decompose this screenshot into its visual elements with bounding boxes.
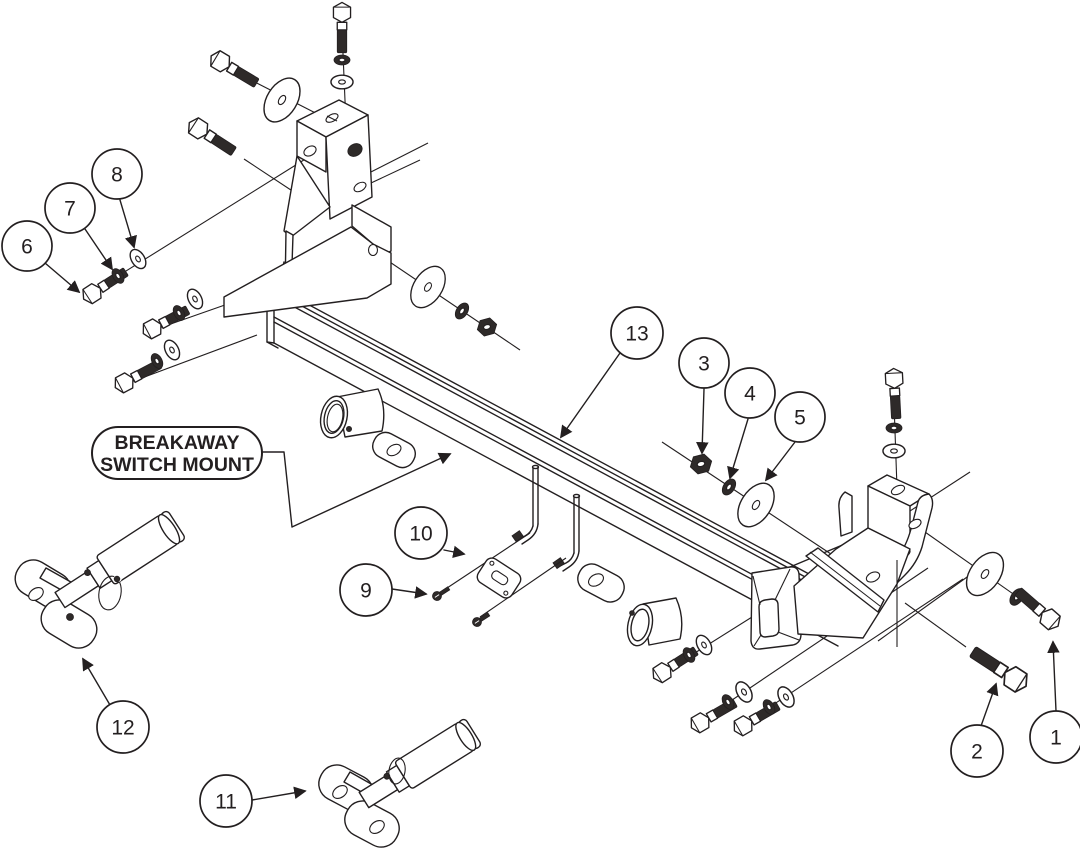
- callout-11-number: 11: [215, 790, 237, 813]
- lock-washer: [451, 300, 473, 322]
- callout-1-number: 1: [1050, 726, 1062, 749]
- callout-4-number: 4: [744, 382, 756, 405]
- right-cylinder-socket: [626, 597, 683, 647]
- leader-1: [1047, 640, 1060, 712]
- callouts: 1 2 3 4 5 6 7 8: [1, 148, 1080, 828]
- carriage-bolt-head: [347, 143, 363, 157]
- callout-6-number: 6: [21, 235, 33, 258]
- leader-7: [84, 228, 113, 271]
- bottom-center-bolt-assemblies: [648, 631, 799, 739]
- leader-12: [82, 657, 111, 706]
- callout-7: 7: [44, 182, 96, 234]
- hex-bolt: [138, 301, 193, 342]
- long-bolt-2: [965, 641, 1033, 697]
- snap-ring-tab: [629, 610, 635, 616]
- callout-10: 10: [394, 506, 448, 560]
- hex-bolt: [332, 1, 352, 54]
- right-top-bolt-assembly: [882, 367, 906, 459]
- callout-13: 13: [610, 306, 664, 360]
- upper-left-bolt-assembly: [183, 47, 309, 160]
- callout-8-number: 8: [111, 163, 123, 186]
- flat-washer: [126, 245, 150, 273]
- lock-washer: [333, 54, 351, 66]
- callout-9: 9: [339, 563, 393, 617]
- lock-washer: [885, 422, 903, 434]
- callout-3: 3: [678, 337, 730, 389]
- hex-bolt: [183, 114, 240, 160]
- switch-plate-screw: [470, 610, 492, 629]
- leader-11: [251, 786, 307, 801]
- left-cylinder-socket: [319, 388, 385, 439]
- label-line-2: SWITCH MOUNT: [100, 454, 254, 476]
- snap-ring-tab: [345, 425, 352, 432]
- flat-washer: [731, 678, 757, 706]
- flat-washer: [160, 336, 184, 364]
- breakaway-switch-mount-label: BREAKAWAY SWITCH MOUNT: [91, 426, 263, 480]
- hex-bolt: [729, 697, 783, 739]
- hex-nut: [687, 452, 715, 476]
- leader-13: [559, 352, 621, 439]
- right-cylinder-lug: [577, 563, 625, 603]
- leader-3: [696, 388, 709, 455]
- callout-12: 12: [96, 700, 150, 754]
- leader-8: [119, 199, 137, 249]
- fender-washer: [958, 545, 1012, 603]
- hex-bolt: [205, 47, 262, 92]
- hitch-receiver-tube: [750, 540, 869, 650]
- flat-washer: [330, 74, 354, 90]
- callout-10-number: 10: [409, 522, 432, 545]
- breakaway-mount-rods: [511, 464, 581, 572]
- callout-13-number: 13: [625, 322, 648, 345]
- callout-3-number: 3: [698, 352, 710, 375]
- anchor-pin-assembly-12: [14, 510, 186, 649]
- side-bolt-assembly-678: [78, 245, 150, 307]
- leader-5: [764, 441, 796, 482]
- snap-ring: [98, 575, 122, 611]
- right-side-bolt-assembly-1: [958, 545, 1065, 634]
- label-leader: [261, 451, 452, 528]
- flat-washer: [882, 443, 906, 459]
- mid-washer-nut-set: [402, 259, 500, 338]
- callout-8: 8: [91, 148, 143, 200]
- breakaway-switch-plate: [430, 532, 567, 629]
- callout-12-number: 12: [111, 716, 134, 739]
- fender-washer: [729, 476, 783, 534]
- callout-9-number: 9: [360, 579, 372, 602]
- left-cylinder-lug: [372, 431, 416, 469]
- callout-7-number: 7: [64, 197, 76, 220]
- callout-5-number: 5: [794, 406, 806, 429]
- right-mounting-bracket: [793, 474, 934, 647]
- flat-washer: [183, 285, 207, 313]
- label-line-1: BREAKAWAY: [115, 432, 240, 454]
- hex-bolt: [648, 642, 702, 686]
- callout-5: 5: [774, 391, 826, 443]
- hex-bolt: [78, 263, 132, 307]
- left-mounting-bracket: [223, 99, 392, 318]
- anchor-pin-assembly-11: [318, 718, 482, 848]
- callout-1: 1: [1029, 710, 1080, 764]
- snap-ring: [388, 757, 406, 785]
- callout-leaders: [44, 199, 1060, 801]
- hex-bolt: [965, 641, 1033, 697]
- hex-nut: [474, 316, 500, 338]
- lock-washer: [718, 476, 740, 498]
- leader-6: [44, 262, 81, 294]
- leader-9: [391, 586, 428, 599]
- switch-plate-screw: [430, 584, 452, 603]
- callout-11: 11: [199, 774, 253, 828]
- top-bolt-assembly: [330, 1, 354, 90]
- callout-4: 4: [724, 367, 776, 419]
- lower-left-bolt-assemblies: [110, 285, 207, 396]
- leader-4: [727, 418, 749, 480]
- leader-2: [980, 682, 999, 727]
- callout-2: 2: [950, 724, 1004, 778]
- hex-bolt: [884, 367, 906, 420]
- callout-6: 6: [1, 220, 53, 272]
- hex-bolt: [1011, 583, 1065, 634]
- leader-10: [443, 545, 466, 559]
- fender-washer: [402, 259, 454, 315]
- callout-2-number: 2: [971, 740, 983, 763]
